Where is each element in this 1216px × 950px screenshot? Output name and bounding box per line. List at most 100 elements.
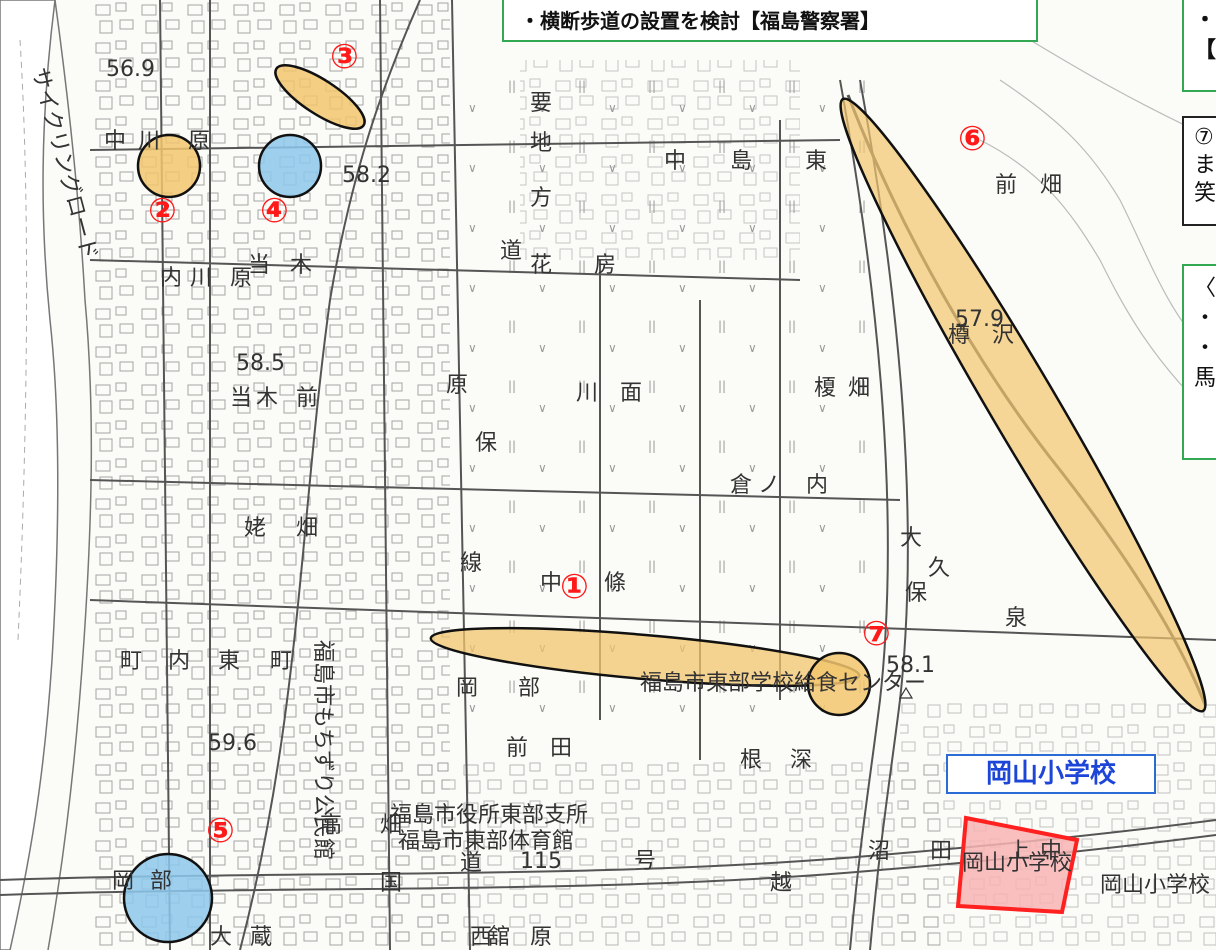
place-name: 当 <box>248 253 270 278</box>
marker-4-circle[interactable] <box>257 133 323 199</box>
place-name: 国 <box>380 871 402 896</box>
place-name: 原 <box>446 373 468 398</box>
place-name: 根 <box>740 748 762 773</box>
place-name: 中 <box>104 129 126 154</box>
school-area[interactable] <box>955 815 1080 915</box>
marker-6-ellipse[interactable] <box>814 82 1216 727</box>
marker-5-circle[interactable] <box>122 852 214 944</box>
place-name: 倉 <box>730 473 752 498</box>
place-name: 姥 <box>244 516 266 541</box>
place-name: 西 <box>470 925 492 950</box>
note-crosswalk: ・横断歩道の設置を検討【福島警察署】 <box>502 0 1038 42</box>
label-lunch-center: 福島市東部学校給食センター <box>640 671 926 696</box>
place-name: 條 <box>604 571 626 596</box>
place-name: 要 <box>530 91 552 116</box>
school-label[interactable]: 岡山小学校 <box>946 754 1156 794</box>
place-name: 岡 <box>112 869 134 894</box>
place-name: 中 <box>1040 839 1062 864</box>
label-community-hall: 福島市もちずり公民館 <box>310 640 335 860</box>
place-name: 地 <box>530 131 552 156</box>
place-name: 花 <box>530 253 552 278</box>
place-name: 榎 <box>814 376 836 401</box>
place-name: 東 <box>805 149 827 174</box>
marker-3-ellipse[interactable] <box>267 54 373 139</box>
place-name: 泉 <box>1005 606 1027 631</box>
marker-2-number: ② <box>148 191 177 231</box>
place-name: 内 <box>160 266 182 291</box>
place-name: 畑 <box>296 516 318 541</box>
marker-5-number: ⑤ <box>206 811 235 851</box>
place-name: 舘 <box>488 925 510 950</box>
marker-4-number: ④ <box>260 191 289 231</box>
elevation-3: 58.5 <box>236 351 285 376</box>
label-school-in-map: 岡山小学校 <box>962 851 1072 876</box>
place-name: 保 <box>905 581 927 606</box>
place-name: 町 <box>120 649 142 674</box>
note-right-3: 〈 ・ ・ 馬 <box>1182 264 1216 460</box>
place-name: 畑 <box>1040 173 1062 198</box>
marker-7-number: ⑦ <box>862 614 891 654</box>
place-name: 東 <box>218 649 240 674</box>
place-name: 内 <box>806 473 828 498</box>
river-left <box>0 0 59 950</box>
place-name: 川 <box>190 266 212 291</box>
place-name: 115 <box>520 849 562 874</box>
marker-7-circle[interactable] <box>806 651 872 717</box>
place-name: 前 <box>296 386 318 411</box>
place-name: 町 <box>270 649 292 674</box>
place-name: 川 <box>576 381 598 406</box>
benchmark-icon <box>898 686 914 699</box>
place-name: 木 <box>290 253 312 278</box>
label-gym: 福島市東部体育館 <box>398 829 574 854</box>
elevation-2: 57.9 <box>955 307 1004 332</box>
elevation-4: 59.6 <box>208 731 257 756</box>
place-name: 畑 <box>380 813 402 838</box>
place-name-layer: 中川原内川原当木当木前花房中島東前畑樽沢榎畑川面倉ノ内大久保泉中條岡部前田根深沼… <box>104 91 1062 950</box>
place-name: ノ <box>758 473 780 498</box>
place-name: 原 <box>530 925 552 950</box>
elevation-1: 58.1 <box>886 653 935 678</box>
place-name: 中 <box>664 149 686 174</box>
marker-2-circle[interactable] <box>136 133 202 199</box>
place-name: 樽 <box>948 323 970 348</box>
place-name: 木 <box>256 386 278 411</box>
place-name: 深 <box>790 748 812 773</box>
place-name: 大 <box>900 526 922 551</box>
place-name: 田 <box>930 839 952 864</box>
elevation-5: 56.9 <box>106 57 155 82</box>
contour-2 <box>979 139 1216 421</box>
place-name: 部 <box>150 869 172 894</box>
place-name: 畑 <box>848 376 870 401</box>
place-name: 越 <box>770 871 792 896</box>
place-name: 高 <box>320 813 342 838</box>
place-name: 前 <box>995 173 1017 198</box>
place-name: 号 <box>634 849 656 874</box>
place-name: 線 <box>460 551 482 576</box>
note-right-2: ⑦ ま 笑 <box>1182 116 1216 226</box>
place-name: 久 <box>928 556 950 581</box>
place-name: 面 <box>620 381 642 406</box>
place-name: 方 <box>530 186 552 211</box>
place-name: 大 <box>210 925 232 950</box>
urban-blocks-south <box>380 760 940 950</box>
place-name: 原 <box>188 129 210 154</box>
note-right-1: ・ 【 <box>1182 0 1216 92</box>
place-name: 川 <box>138 129 160 154</box>
place-name: 当 <box>230 386 252 411</box>
place-name: 前 <box>506 736 528 761</box>
place-name: 沢 <box>992 323 1014 348</box>
marker-3-number: ③ <box>330 37 359 77</box>
urban-blocks-north <box>520 60 800 260</box>
river-dash <box>17 39 28 641</box>
place-name: 原 <box>230 266 252 291</box>
marker-1-number: ① <box>560 567 589 607</box>
place-name: 中 <box>540 571 562 596</box>
place-name: 道 <box>500 239 522 264</box>
place-name: 道 <box>460 851 482 876</box>
place-name: 上 <box>1008 839 1030 864</box>
place-name: 岡 <box>456 676 478 701</box>
place-name: 保 <box>475 431 497 456</box>
